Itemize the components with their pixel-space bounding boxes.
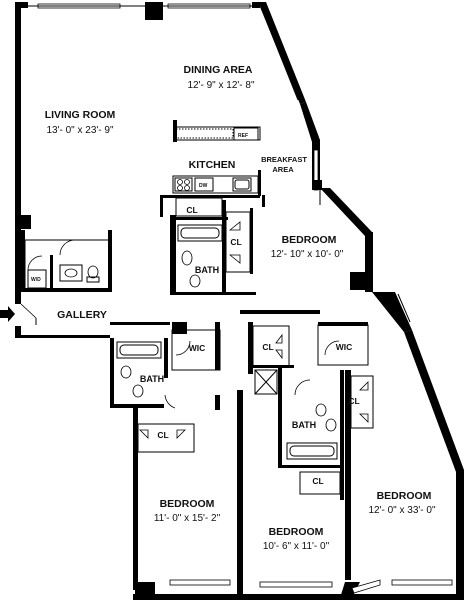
bath1-wall-left: [170, 215, 176, 295]
bedroom-c-name: BEDROOM: [269, 526, 324, 538]
washer-dryer: [27, 269, 47, 289]
dining-area-name: DINING AREA: [183, 64, 252, 76]
window-bedroom-d: [391, 579, 453, 586]
powder-sink: [59, 264, 83, 282]
closet-label: CL: [262, 342, 273, 352]
closet-label: CL: [230, 237, 241, 247]
breakfast-area-line2: AREA: [272, 165, 294, 174]
bedroom-d-name: BEDROOM: [377, 490, 432, 502]
fridge: [233, 127, 259, 141]
bedroom-a-dims: 12'- 10" x 10'- 0": [271, 249, 344, 260]
bedroom-c-dims: 10'- 6" x 11'- 0": [263, 541, 330, 552]
bath2-tub: [116, 341, 162, 359]
top-wall-right: [252, 2, 260, 8]
kitchen-name: KITCHEN: [189, 159, 236, 171]
living-room-name: LIVING ROOM: [45, 109, 116, 121]
bath1-tub: [177, 224, 223, 242]
top-wall-left: [15, 2, 28, 8]
window-bedroom-c: [259, 581, 333, 588]
window-bedroom-d-angled: [351, 579, 381, 594]
closet-label: CL: [157, 430, 168, 440]
dishwasher: [194, 177, 214, 192]
top-wall-column: [145, 2, 163, 20]
living-room-dims: 13'- 0" x 23'- 9": [46, 125, 114, 136]
ref-label: REF: [238, 133, 248, 139]
closet-3: [137, 423, 195, 453]
bedroom-d-angled-wall: [372, 292, 412, 332]
closet-6: [350, 375, 374, 429]
dw-label: DW: [199, 183, 208, 189]
bath2-toilet: [132, 384, 144, 398]
bedroom-a-name: BEDROOM: [282, 234, 337, 246]
bath3-toilet: [315, 403, 327, 417]
gallery-name: GALLERY: [57, 309, 107, 321]
bath1-toilet: [189, 274, 201, 288]
breakfast-area-line1: BREAKFAST: [261, 155, 307, 164]
wic-label: WIC: [336, 342, 353, 352]
bath-2-name: BATH: [140, 374, 164, 384]
shower-box: [254, 369, 278, 395]
wic-label: WIC: [189, 343, 206, 353]
closet-label: CL: [312, 476, 323, 486]
wd-label: W/D: [31, 277, 41, 283]
stove: [174, 177, 193, 192]
bedroom-b-name: BEDROOM: [160, 498, 215, 510]
closet-1: [175, 197, 223, 217]
entry-arrow-icon: [0, 306, 15, 322]
dining-area-dims: 12'- 9" x 12'- 8": [187, 80, 255, 91]
left-wall-living: [15, 2, 21, 292]
bath3-tub: [286, 442, 338, 460]
bath-3-name: BATH: [292, 420, 316, 430]
closet-label: CL: [348, 396, 359, 406]
bath-1-name: BATH: [195, 265, 219, 275]
closet-label: CL: [186, 205, 197, 215]
bedroom-b-dims: 11'- 0" x 15'- 2": [154, 513, 221, 524]
window-bedroom-b: [169, 579, 231, 586]
powder-toilet: [87, 265, 99, 279]
kitchen-sink: [232, 177, 252, 192]
bedroom-d-dims: 12'- 0" x 33'- 0": [368, 505, 436, 516]
